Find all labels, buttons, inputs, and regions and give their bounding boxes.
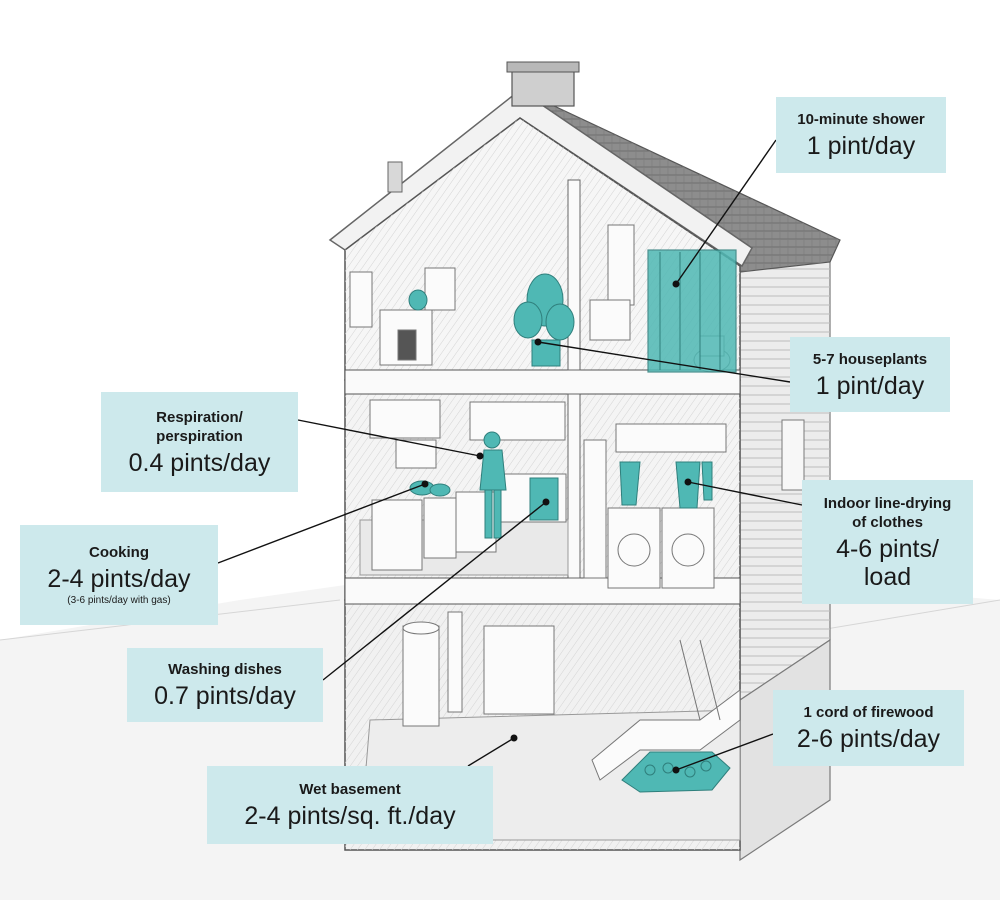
callout-value-line2: load [863, 562, 912, 591]
leader-plants [537, 341, 791, 383]
callout-label: Cooking [89, 544, 149, 561]
leader-drying [687, 481, 803, 506]
callout-label: 5-7 houseplants [812, 350, 928, 368]
callout-label: Wet basement [299, 781, 401, 798]
callout-line-drying: Indoor line-drying of clothes 4-6 pints/… [802, 480, 973, 604]
clothes-highlight [619, 461, 713, 509]
callout-label-line2: perspiration [156, 427, 243, 445]
leader-shower [675, 139, 777, 285]
callout-note: (3-6 pints/day with gas) [67, 595, 171, 606]
callout-value: 2-4 pints/sq. ft./day [244, 802, 456, 830]
callout-label: Washing dishes [168, 661, 282, 678]
roof [328, 61, 841, 273]
callout-label-line1: Respiration/ [156, 408, 243, 426]
callout-respiration: Respiration/ perspiration 0.4 pints/day [101, 392, 298, 492]
leader-cooking [217, 483, 426, 564]
callout-shower: 10-minute shower 1 pint/day [776, 97, 946, 173]
callout-value: 2-6 pints/day [796, 725, 941, 753]
callout-cooking: Cooking 2-4 pints/day (3-6 pints/day wit… [20, 525, 218, 625]
callout-washing-dishes: Washing dishes 0.7 pints/day [127, 648, 323, 722]
leader-basement [467, 737, 515, 767]
leader-dishes [322, 501, 547, 681]
callout-value: 0.7 pints/day [154, 682, 296, 710]
callout-value: 0.4 pints/day [128, 448, 271, 477]
callout-label: 1 cord of firewood [803, 704, 934, 721]
callout-houseplants: 5-7 houseplants 1 pint/day [790, 337, 950, 412]
houseplant-highlight [408, 273, 575, 367]
basement-details [402, 611, 741, 781]
leader-lines [217, 139, 803, 774]
callout-label-line1: Indoor line-drying [823, 494, 952, 512]
callout-value-line1: 4-6 pints/ [836, 534, 939, 563]
callout-label: 10-minute shower [797, 111, 925, 128]
callout-wet-basement: Wet basement 2-4 pints/sq. ft./day [207, 766, 493, 844]
callout-label-line2: of clothes [852, 513, 923, 531]
kitchen-highlights [409, 431, 559, 539]
callout-value: 2-4 pints/day [47, 565, 191, 593]
leader-firewood [675, 733, 774, 771]
leader-respiration [297, 419, 481, 457]
callout-value: 1 pint/day [815, 371, 925, 400]
shower-highlight [647, 249, 737, 373]
attic-details [349, 224, 731, 373]
callout-value: 1 pint/day [806, 132, 916, 160]
callout-firewood: 1 cord of firewood 2-6 pints/day [773, 690, 964, 766]
laundry-details [583, 423, 727, 589]
